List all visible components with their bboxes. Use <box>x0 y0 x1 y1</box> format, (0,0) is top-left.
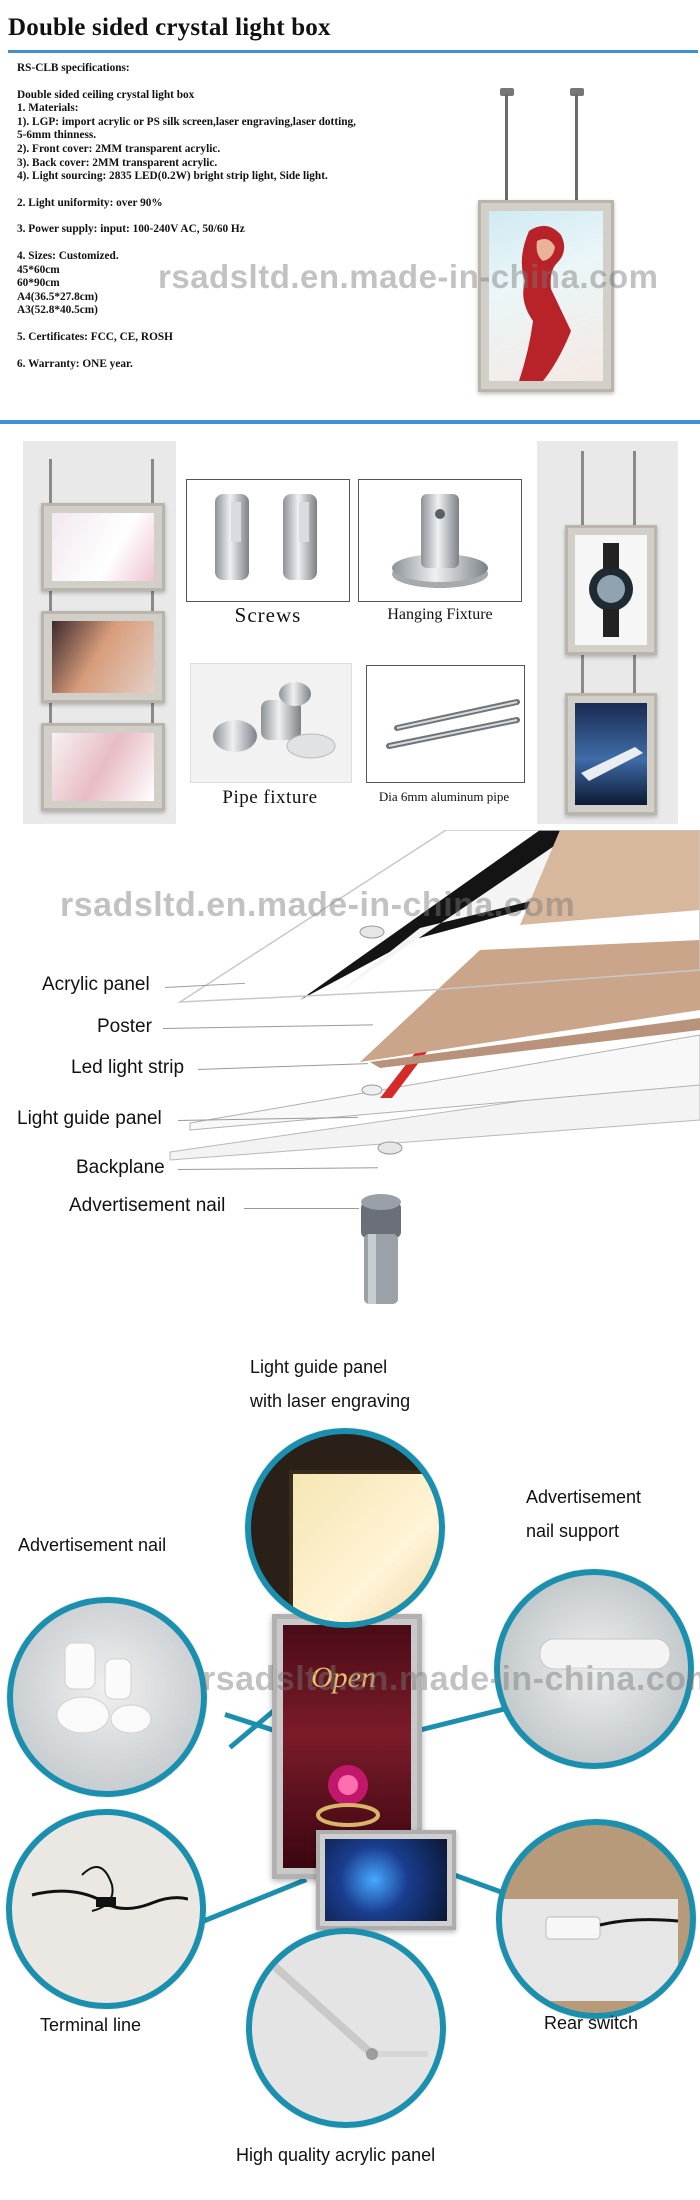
spec-heading: RS-CLB specifications: <box>17 62 130 74</box>
spec-line: 2). Front cover: 2MM transparent acrylic… <box>17 142 221 155</box>
spec-size: 4. Sizes: Customized. <box>17 249 119 262</box>
acrylic-panel-closeup <box>246 1928 446 2128</box>
spec-line: 4). Light sourcing: 2835 LED(0.2W) brigh… <box>17 170 328 183</box>
rear-switch-feature-label: Rear switch <box>544 2013 639 2033</box>
nail-support-feature-label: Advertisement nail support <box>526 1487 642 1541</box>
rear-switch-closeup <box>496 1819 696 2019</box>
open-sign-text: Open <box>311 1661 376 1694</box>
exploded-diagram <box>0 829 700 1330</box>
advertisement-nail-feature-label: Advertisement nail <box>18 1535 167 1555</box>
spec-size: A4(36.5*27.8cm) <box>17 290 98 303</box>
pipe-fixture-photo <box>190 663 352 783</box>
small-lightbox-photo <box>316 1830 456 1930</box>
aluminum-pipe-caption: Dia 6mm aluminum pipe <box>378 789 510 804</box>
double-frame-photo <box>537 441 678 824</box>
spec-warranty: 6. Warranty: ONE year. <box>17 357 133 370</box>
advertisement-nail-closeup <box>7 1597 207 1797</box>
title-divider <box>8 50 698 53</box>
led-strip-label: Led light strip <box>71 1057 185 1078</box>
screws-photo <box>186 479 350 602</box>
spec-list: RS-CLB specifications: Double sided ceil… <box>17 62 477 371</box>
spec-line: 1. Materials: <box>17 102 79 115</box>
section-divider <box>0 420 700 424</box>
page-title: Double sided crystal light box <box>8 14 331 41</box>
spec-line: 5-6mm thinness. <box>17 129 97 142</box>
light-guide-feature-label: Light guide panel with laser engraving <box>250 1357 411 1411</box>
spec-line: 3). Back cover: 2MM transparent acrylic. <box>17 156 218 169</box>
acrylic-panel-feature-label: High quality acrylic panel <box>236 2145 436 2165</box>
hanging-lightbox-photo <box>464 82 680 407</box>
light-guide-panel-label: Light guide panel <box>17 1108 162 1129</box>
spec-size: A3(52.8*40.5cm) <box>17 304 98 317</box>
triple-frame-photo <box>23 441 176 824</box>
aluminum-pipe-photo <box>366 665 525 783</box>
poster-label: Poster <box>97 1016 152 1037</box>
light-guide-closeup <box>245 1428 445 1628</box>
hanging-fixture-photo <box>358 479 522 602</box>
terminal-line-closeup <box>6 1809 206 2009</box>
spec-size: 45*60cm <box>17 263 60 276</box>
spec-power: 3. Power supply: input: 100-240V AC, 50/… <box>17 223 245 236</box>
spec-size: 60*90cm <box>17 277 60 290</box>
spec-uniformity: 2. Light uniformity: over 90% <box>17 196 163 209</box>
acrylic-panel-label: Acrylic panel <box>42 974 150 995</box>
advertisement-nail-label: Advertisement nail <box>69 1195 226 1216</box>
terminal-line-feature-label: Terminal line <box>40 2015 142 2035</box>
spec-product-name: Double sided ceiling crystal light box <box>17 88 195 101</box>
nail-support-closeup <box>494 1569 694 1769</box>
leader-line <box>244 1208 359 1209</box>
hanging-fixture-caption: Hanging Fixture <box>387 606 493 623</box>
pipe-fixture-caption: Pipe fixture <box>222 787 318 808</box>
backplane-label: Backplane <box>76 1157 165 1178</box>
screws-caption: Screws <box>234 603 302 627</box>
spec-line: 1). LGP: import acrylic or PS silk scree… <box>17 115 356 128</box>
spec-certificates: 5. Certificates: FCC, CE, ROSH <box>17 330 173 343</box>
connector-line <box>194 1877 308 1927</box>
